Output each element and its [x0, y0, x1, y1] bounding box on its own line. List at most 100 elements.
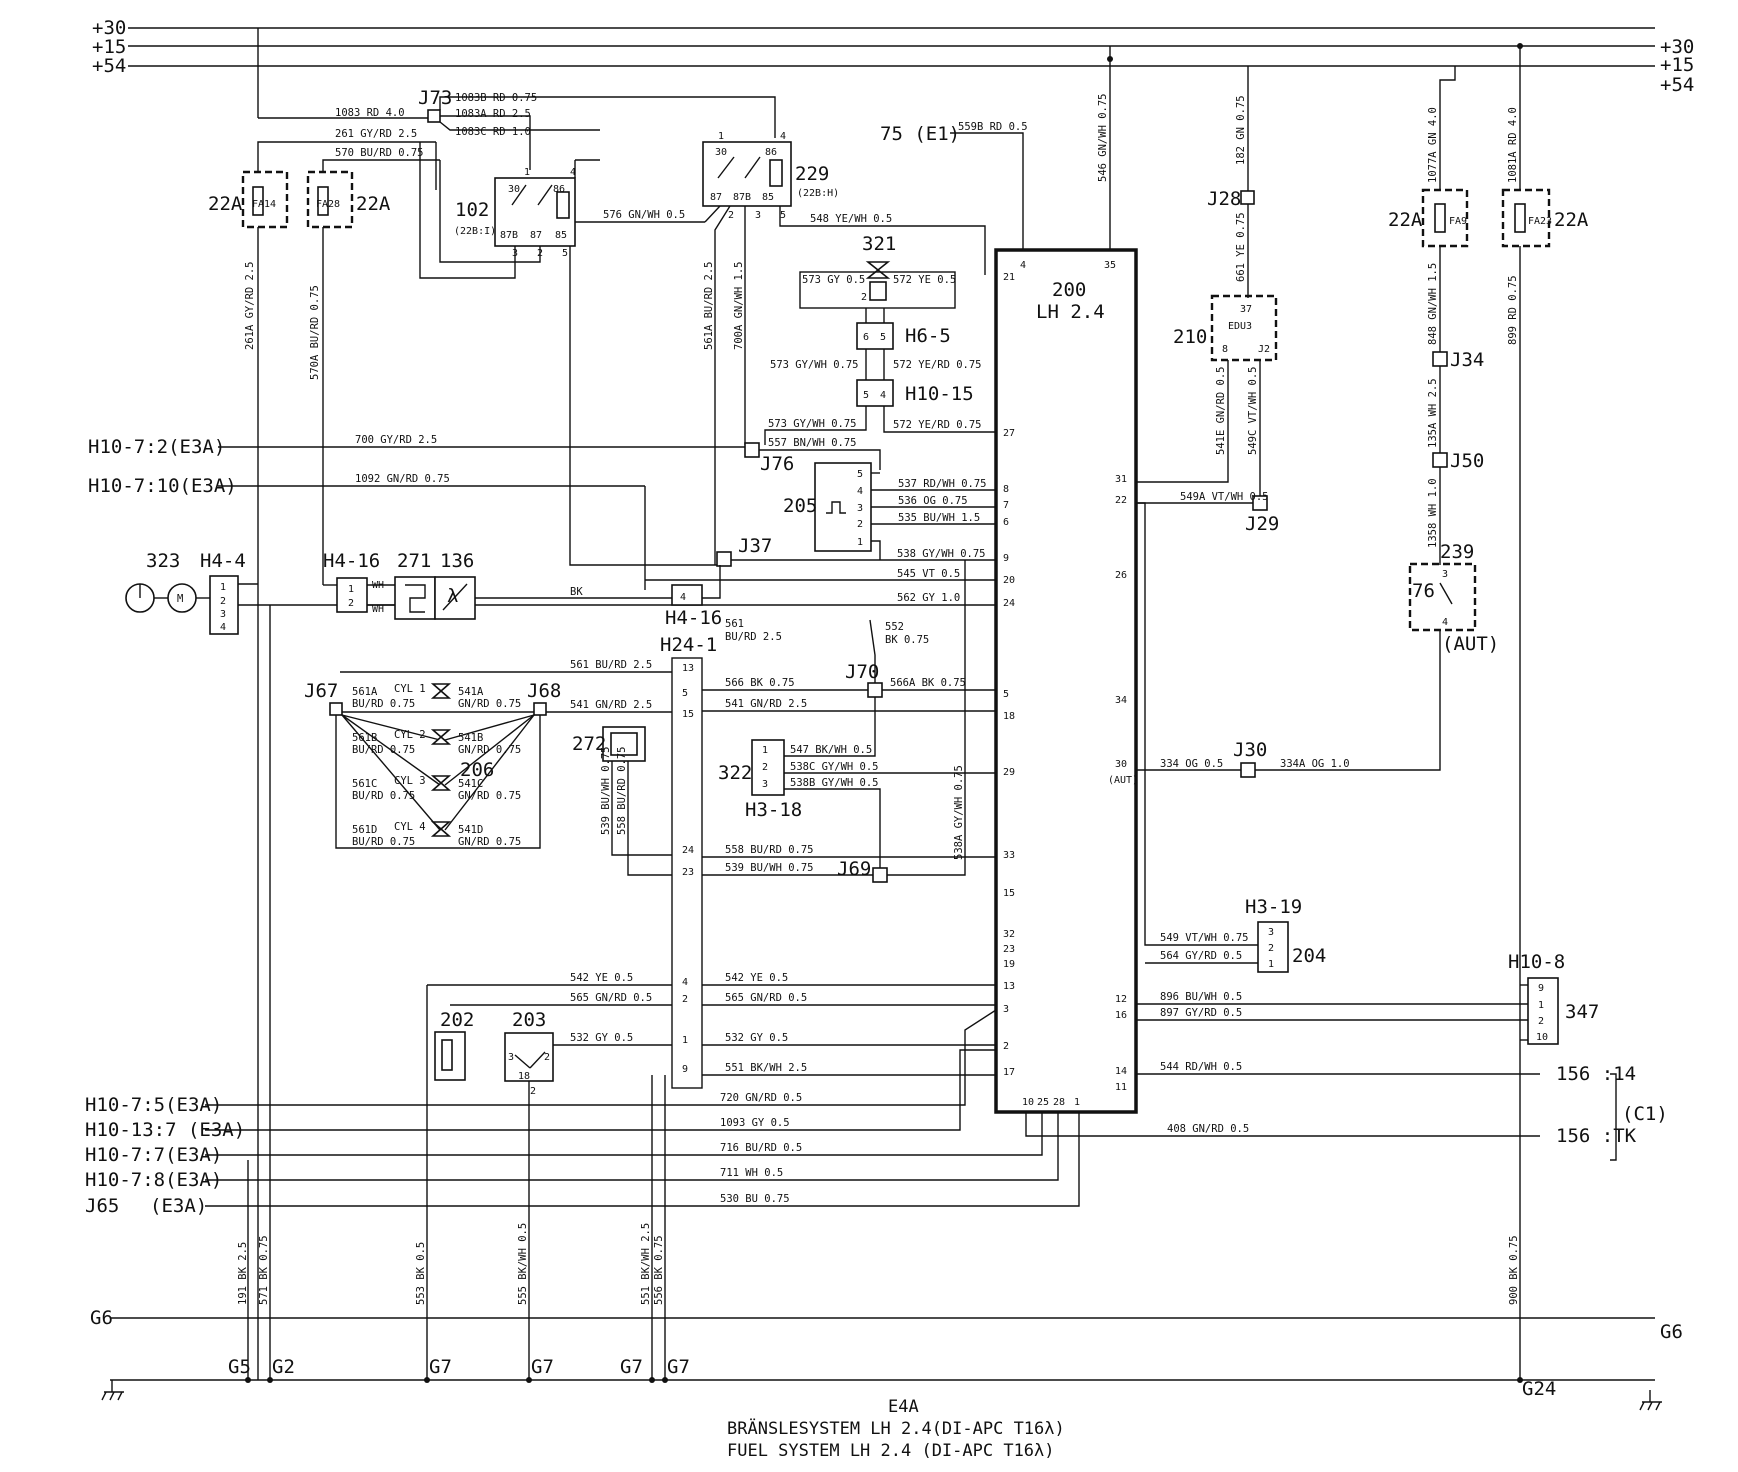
svg-text:900 BK 0.75: 900 BK 0.75 — [1508, 1235, 1520, 1305]
rail-15-label-right: +15 — [1660, 54, 1694, 76]
external-h10-13-7: H10-13:7 (E3A) — [85, 1119, 245, 1141]
svg-text:561: 561 — [725, 618, 744, 630]
svg-text:551 BK/WH 2.5: 551 BK/WH 2.5 — [725, 1062, 807, 1074]
svg-text:564 GY/RD 0.5: 564 GY/RD 0.5 — [1160, 950, 1242, 962]
svg-text:2: 2 — [728, 210, 734, 221]
svg-text:210: 210 — [1173, 326, 1207, 348]
svg-text:408 GN/RD 0.5: 408 GN/RD 0.5 — [1167, 1123, 1249, 1135]
svg-text:J69: J69 — [837, 858, 871, 880]
svg-text:897 GY/RD 0.5: 897 GY/RD 0.5 — [1160, 1007, 1242, 1019]
svg-text:18: 18 — [518, 1071, 530, 1082]
svg-text:1083C RD 1.0: 1083C RD 1.0 — [455, 126, 531, 138]
svg-text:10: 10 — [1022, 1097, 1034, 1108]
svg-text:561 BU/RD 2.5: 561 BU/RD 2.5 — [570, 659, 652, 671]
svg-text:24: 24 — [1003, 598, 1015, 609]
svg-text:191 BK 2.5: 191 BK 2.5 — [237, 1242, 249, 1305]
svg-text:899 RD 0.75: 899 RD 0.75 — [1507, 275, 1519, 345]
svg-text:5: 5 — [863, 390, 869, 401]
svg-text:J28: J28 — [1207, 188, 1241, 210]
svg-text:15: 15 — [682, 709, 694, 720]
svg-text:32: 32 — [1003, 929, 1015, 940]
svg-text:BU/RD 0.75: BU/RD 0.75 — [352, 744, 415, 756]
svg-text:261A GY/RD 2.5: 261A GY/RD 2.5 — [244, 261, 256, 350]
svg-text:1: 1 — [524, 167, 530, 178]
svg-text:541B: 541B — [458, 732, 483, 744]
svg-text:GN/RD 0.75: GN/RD 0.75 — [458, 744, 521, 756]
lambda-sensor-group: H4-16 1 2 WH WH 271 136 λ 4 H4-16 — [323, 550, 722, 629]
svg-text:86: 86 — [553, 184, 565, 195]
svg-text:565 GN/RD 0.5: 565 GN/RD 0.5 — [570, 992, 652, 1004]
connector-h4-4 — [209, 575, 239, 635]
svg-text:848 GN/WH 1.5: 848 GN/WH 1.5 — [1427, 263, 1439, 345]
svg-text:347: 347 — [1565, 1001, 1599, 1023]
svg-text:(AUT): (AUT) — [1108, 775, 1138, 786]
fuse-fa14 — [241, 170, 289, 229]
svg-text:549A VT/WH 0.5: 549A VT/WH 0.5 — [1180, 491, 1269, 503]
svg-text:555 BK/WH 0.5: 555 BK/WH 0.5 — [517, 1223, 529, 1305]
svg-text:1: 1 — [762, 745, 768, 756]
svg-text:322: 322 — [718, 762, 752, 784]
junction-j69-group: 558 BU/RD 0.75 539 BU/WH 0.75 J69 538A G… — [702, 560, 996, 883]
svg-text:541 GN/RD 2.5: 541 GN/RD 2.5 — [570, 699, 652, 711]
edu-210: J28 182 GN 0.75 661 YE 0.75 210 EDU3 37 … — [1136, 66, 1279, 535]
svg-text:538 GY/WH 0.75: 538 GY/WH 0.75 — [897, 548, 986, 560]
svg-text:542 YE 0.5: 542 YE 0.5 — [725, 972, 788, 984]
svg-text:G7: G7 — [667, 1356, 690, 1378]
svg-text:4: 4 — [880, 390, 886, 401]
svg-text:537 RD/WH 0.75: 537 RD/WH 0.75 — [898, 478, 987, 490]
svg-text:572 YE/RD 0.75: 572 YE/RD 0.75 — [893, 359, 982, 371]
svg-text:G7: G7 — [429, 1356, 452, 1378]
svg-text:G24: G24 — [1522, 1378, 1556, 1400]
svg-text:H10-15: H10-15 — [905, 383, 974, 405]
svg-text:BU/RD 2.5: BU/RD 2.5 — [725, 631, 782, 643]
svg-text:8: 8 — [1003, 484, 1009, 495]
svg-text:FA23: FA23 — [1528, 216, 1552, 227]
fuse-fa23-rating: 22A — [1554, 209, 1589, 231]
junction-j69 — [872, 867, 888, 883]
svg-text:532 GY 0.5: 532 GY 0.5 — [725, 1032, 788, 1044]
junction-j73 — [427, 109, 441, 123]
svg-text:542 YE 0.5: 542 YE 0.5 — [570, 972, 633, 984]
svg-text:549C VT/WH 0.5: 549C VT/WH 0.5 — [1247, 366, 1259, 455]
svg-text:23: 23 — [1003, 944, 1015, 955]
svg-text:J34: J34 — [1450, 349, 1484, 371]
svg-text:22: 22 — [1115, 495, 1127, 506]
svg-text:566 BK 0.75: 566 BK 0.75 — [725, 677, 795, 689]
junction-j73-group: J73 1083 RD 4.0 1083B RD 0.75 1083A RD 2… — [335, 87, 776, 170]
ecu-200: 200 LH 2.4 4 35 21 27 8 7 6 9 20 24 5 18… — [994, 248, 1138, 1114]
fuse-fa14-rating: 22A — [208, 193, 243, 215]
ground-symbol-right — [1639, 1390, 1662, 1411]
svg-text:334A OG 1.0: 334A OG 1.0 — [1280, 758, 1350, 770]
external-h10-7-8: H10-7:8(E3A) — [85, 1169, 222, 1191]
svg-text:545 VT 0.5: 545 VT 0.5 — [897, 568, 960, 580]
svg-text:4: 4 — [680, 592, 686, 603]
svg-text:J68: J68 — [527, 680, 561, 702]
svg-text:CYL 1: CYL 1 — [394, 683, 426, 695]
svg-text:4: 4 — [1442, 617, 1448, 628]
svg-text:H4-4: H4-4 — [200, 550, 246, 572]
relay-229-number: 229 — [795, 163, 829, 185]
svg-text:552: 552 — [885, 621, 904, 633]
wire-546: 546 GN/WH 0.75 — [1097, 46, 1113, 250]
svg-text:CYL 2: CYL 2 — [394, 729, 426, 741]
external-h10-7-5: H10-7:5(E3A) — [85, 1094, 222, 1116]
rail-30-label-right: +30 — [1660, 36, 1694, 58]
svg-text:33: 33 — [1003, 850, 1015, 861]
component-204: H3-19 3 2 1 204 549 VT/WH 0.75 564 GY/RD… — [1136, 502, 1326, 973]
svg-text:4: 4 — [1020, 260, 1026, 271]
svg-text:λ: λ — [447, 585, 458, 607]
connector-h4-16-b — [671, 584, 703, 606]
svg-text:31: 31 — [1115, 474, 1127, 485]
svg-text:1092 GN/RD 0.75: 1092 GN/RD 0.75 — [355, 473, 450, 485]
svg-text:1: 1 — [857, 537, 863, 548]
svg-text:4: 4 — [570, 167, 576, 178]
junction-j76-group: J76 H10-7:2(E3A) H10-7:10(E3A) 700 GY/RD… — [88, 434, 881, 590]
svg-text:1083B RD 0.75: 1083B RD 0.75 — [455, 92, 537, 104]
connector-h3-18 — [751, 739, 785, 796]
svg-text:26: 26 — [1115, 570, 1127, 581]
svg-text:G6: G6 — [1660, 1321, 1683, 1343]
svg-text:716 BU/RD 0.5: 716 BU/RD 0.5 — [720, 1142, 802, 1154]
svg-text:557 BN/WH 0.75: 557 BN/WH 0.75 — [768, 437, 857, 449]
svg-text:700A GN/WH 1.5: 700A GN/WH 1.5 — [733, 261, 745, 350]
svg-text:700 GY/RD 2.5: 700 GY/RD 2.5 — [355, 434, 437, 446]
